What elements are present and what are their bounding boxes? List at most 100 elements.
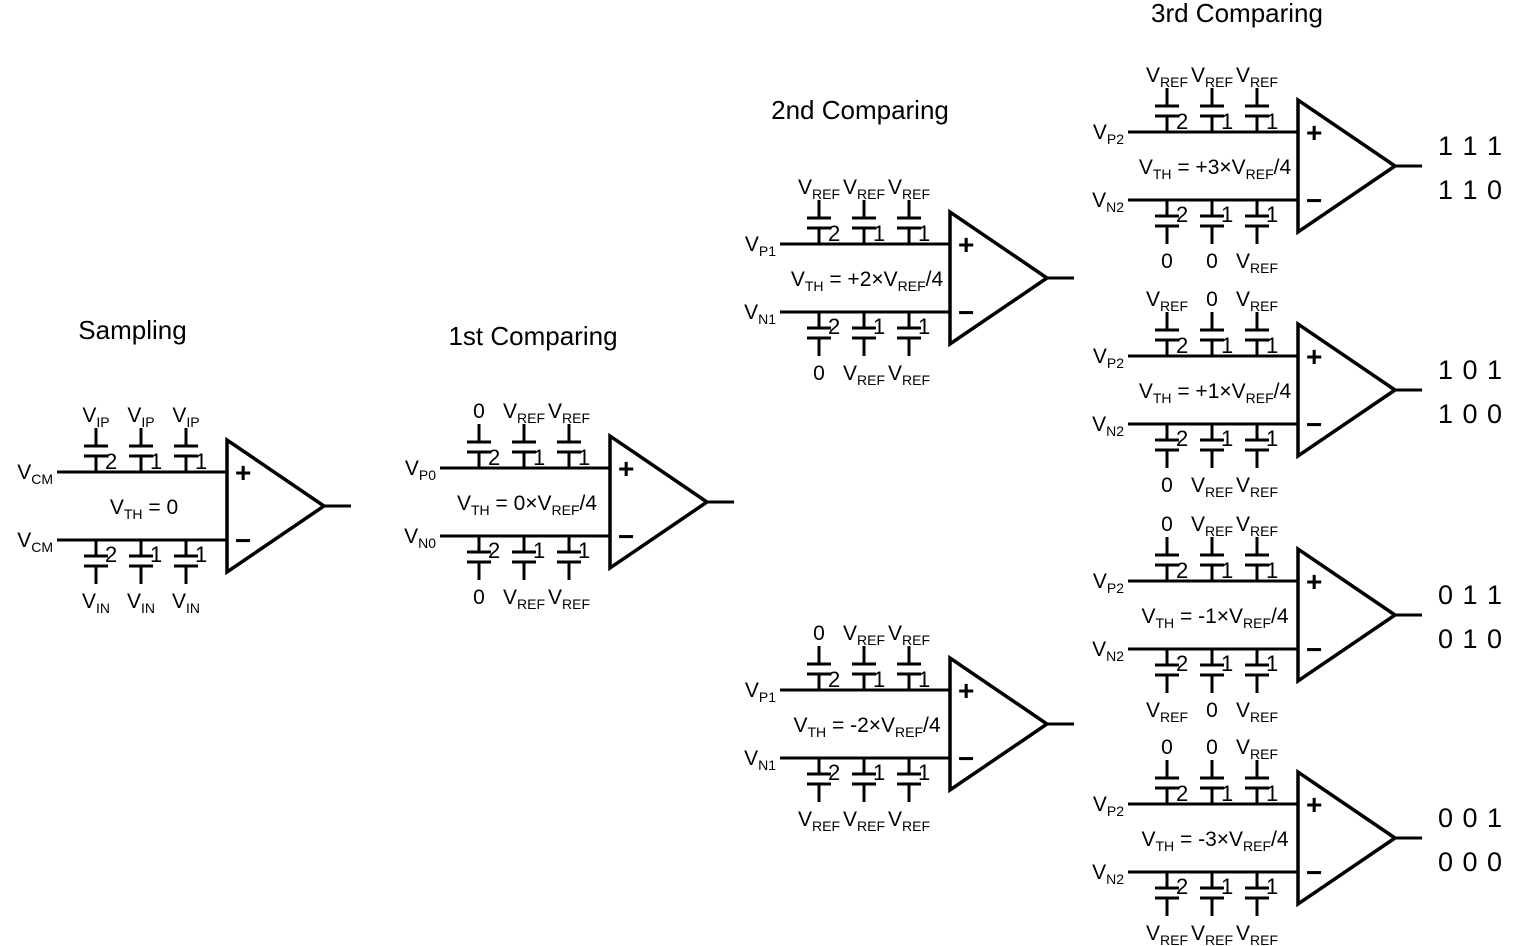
cap-bottom-voltage-label: VREF [1236,699,1278,725]
comparator-triangle [225,436,328,576]
threshold-label: VTH = +3×VREF/4 [1139,156,1292,182]
comparator-cell-drawing: + − VP1 VN1 VTH = -2×VREF/4 0 2 VREF 1 [744,622,1074,834]
cap-weight-label: 1 [1266,874,1278,899]
capacitor-top-1: VREF 2 [798,176,840,246]
cap-weight-label: 1 [533,538,545,563]
capacitor-top-1: 0 2 [1155,736,1188,806]
cap-weight-label: 1 [1221,874,1233,899]
comparator-cell-drawing: + − VP0 VN0 VTH = 0×VREF/4 0 2 VREF 1 [404,400,734,612]
cap-weight-label: 1 [1221,426,1233,451]
neg-input-label: VCM [17,529,53,555]
minus-input-marker: − [1306,634,1322,665]
cap-bottom-voltage-label: VREF [503,586,545,612]
output-code-low: 0 0 0 [1438,847,1503,877]
comparator-cell-drawing: + − VP2 VN2 VTH = -3×VREF/4 0 2 0 1 [1092,736,1503,946]
capacitor-top-2: VREF 1 [843,176,885,246]
neg-input-label: VN2 [1092,638,1124,664]
cap-top-voltage-label: VREF [1236,64,1278,90]
capacitor-bottom-2: VREF 1 [843,758,885,834]
comparator-cell-drawing: + − VCM VCM VTH = 0 VIP 2 VIP 1 [17,404,351,616]
capacitor-bottom-3: VREF 1 [1236,200,1278,276]
output-code-high: 0 1 1 [1438,580,1503,610]
capacitor-top-2: VREF 1 [1191,513,1233,583]
cap-bottom-voltage-label: 0 [1161,250,1173,273]
capacitor-bottom-1: VREF 2 [1146,649,1188,725]
cap-weight-label: 1 [873,667,885,692]
cap-weight-label: 2 [1176,651,1188,676]
capacitor-bottom-1: 0 2 [1155,200,1188,273]
capacitor-top-2: 0 1 [1200,288,1233,358]
cap-bottom-voltage-label: VIN [127,590,155,616]
capacitor-bottom-3: VREF 1 [1236,424,1278,500]
comparator-triangle [608,432,711,572]
cap-top-voltage-label: VREF [1236,736,1278,762]
cap-weight-label: 2 [488,538,500,563]
cap-weight-label: 1 [1266,333,1278,358]
cap-weight-label: 2 [1176,202,1188,227]
pos-input-label: VP2 [1093,793,1124,819]
capacitor-bottom-2: VIN 1 [127,540,162,616]
cap-top-voltage-label: VREF [1236,513,1278,539]
cell-3rd-comparing-2: + − VP2 VN2 VTH = +1×VREF/4 VREF 2 0 1 [1070,246,1517,546]
capacitor-bottom-3: VIN 1 [172,540,207,616]
cap-weight-label: 1 [918,314,930,339]
pos-input-label: VP1 [745,679,776,705]
comparator-cell-drawing: + − VP2 VN2 VTH = -1×VREF/4 0 2 VREF 1 [1092,513,1503,725]
cap-weight-label: 1 [150,449,162,474]
capacitor-top-3: VREF 1 [888,176,930,246]
cap-weight-label: 2 [1176,333,1188,358]
capacitor-top-3: VREF 1 [1236,288,1278,358]
plus-input-marker: + [958,229,974,260]
minus-input-marker: − [1306,857,1322,888]
minus-input-marker: − [235,525,251,556]
pos-input-label: VP0 [405,457,436,483]
cap-weight-label: 1 [1221,651,1233,676]
capacitor-top-1: VREF 2 [1146,288,1188,358]
cap-weight-label: 1 [195,449,207,474]
capacitor-top-3: VREF 1 [888,622,930,692]
capacitor-bottom-2: 0 1 [1200,649,1233,722]
capacitor-top-3: VREF 1 [1236,64,1278,134]
cap-weight-label: 1 [918,221,930,246]
output-code-high: 1 0 1 [1438,355,1503,385]
comparator-triangle [948,654,1051,794]
capacitor-bottom-1: VIN 2 [82,540,117,616]
capacitor-bottom-1: VREF 2 [1146,872,1188,946]
comparator-triangle [1296,96,1399,236]
cap-weight-label: 1 [1266,651,1278,676]
cap-bottom-voltage-label: 0 [1206,699,1218,722]
cap-bottom-voltage-label: VREF [1236,474,1278,500]
minus-input-marker: − [958,297,974,328]
capacitor-bottom-1: 0 2 [467,536,500,609]
cap-weight-label: 1 [873,314,885,339]
minus-input-marker: − [958,743,974,774]
pos-input-label: VP2 [1093,345,1124,371]
capacitor-bottom-3: VREF 1 [1236,649,1278,725]
cap-bottom-voltage-label: VREF [888,362,930,388]
cap-bottom-voltage-label: VREF [1191,474,1233,500]
output-code-low: 1 1 0 [1438,175,1503,205]
minus-input-marker: − [1306,185,1322,216]
cap-weight-label: 1 [1266,109,1278,134]
capacitor-top-1: 0 2 [467,400,500,470]
cap-weight-label: 1 [195,542,207,567]
capacitor-top-1: 0 2 [807,622,840,692]
capacitor-top-2: VREF 1 [1191,64,1233,134]
cap-top-voltage-label: VREF [1236,288,1278,314]
output-code-low: 1 0 0 [1438,399,1503,429]
capacitor-top-2: VREF 1 [503,400,545,470]
neg-input-label: VN2 [1092,861,1124,887]
cap-top-voltage-label: 0 [1161,736,1173,759]
cap-bottom-voltage-label: VIN [172,590,200,616]
cap-weight-label: 1 [918,760,930,785]
cap-weight-label: 1 [873,760,885,785]
capacitor-bottom-3: VREF 1 [888,312,930,388]
capacitor-bottom-3: VREF 1 [548,536,590,612]
capacitor-bottom-3: VREF 1 [888,758,930,834]
cap-bottom-voltage-label: VREF [1236,250,1278,276]
cap-weight-label: 2 [1176,558,1188,583]
output-code-high: 0 0 1 [1438,803,1503,833]
neg-input-label: VN1 [744,301,776,327]
capacitor-top-2: VREF 1 [843,622,885,692]
capacitor-top-2: 0 1 [1200,736,1233,806]
